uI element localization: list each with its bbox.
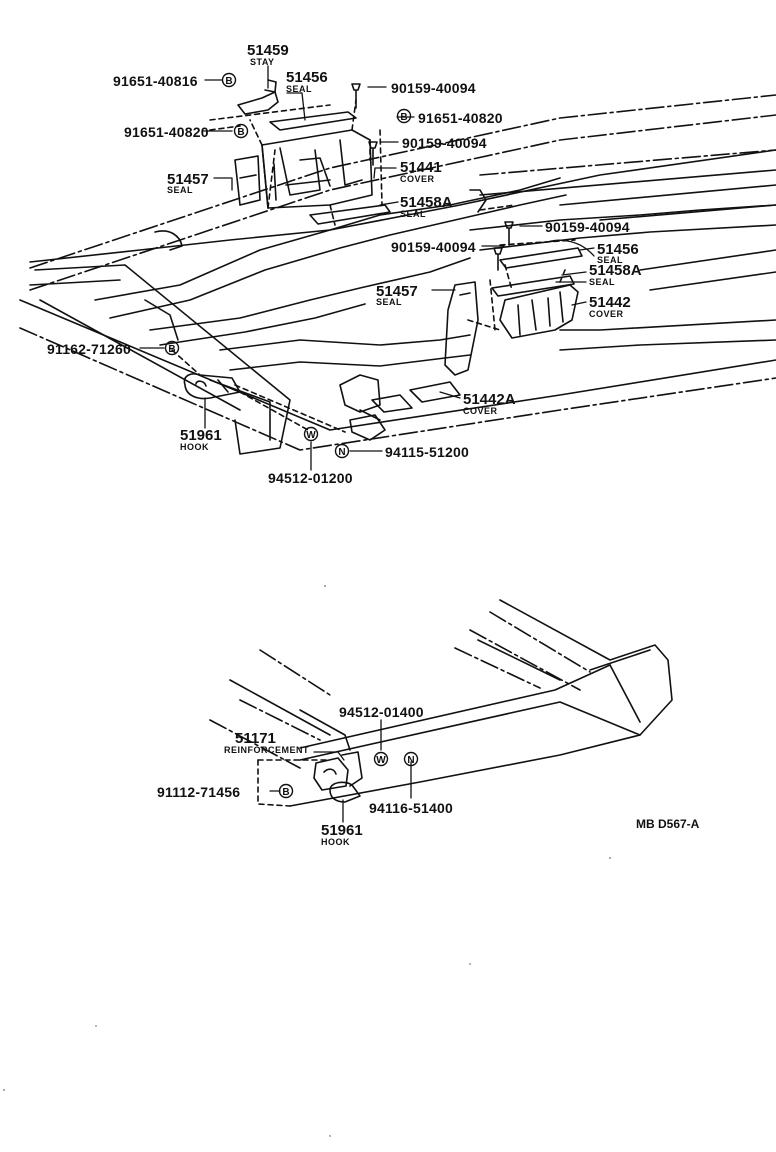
seal-part-name: SEAL — [167, 185, 194, 195]
seal-part-name: SEAL — [286, 84, 313, 94]
symbol-n-icon: N — [334, 443, 350, 459]
cover-51442-group — [371, 204, 583, 413]
upper-frame-drawing — [19, 94, 776, 455]
upper-leader-lines — [139, 65, 595, 471]
seal-part-name: SEAL — [589, 277, 616, 287]
svg-text:B: B — [225, 76, 232, 87]
bolt-part-number: 91651-40820 — [418, 110, 503, 126]
cover-part-name: COVER — [463, 406, 498, 416]
seal-part-name: SEAL — [376, 297, 403, 307]
stay-part-number: 51459 — [247, 42, 289, 59]
symbol-n-icon: N — [403, 751, 419, 767]
seal-part-number: 51456 — [597, 241, 639, 258]
hook-part-name: HOOK — [321, 837, 350, 847]
seal-part-name: SEAL — [597, 255, 624, 265]
lower-frame-drawing — [209, 599, 673, 807]
washer-part-number: 94512-01400 — [339, 704, 424, 720]
seal-part-number: 51458A — [400, 194, 453, 211]
svg-text:N: N — [407, 755, 414, 766]
hook-part-number: 51961 — [180, 427, 222, 444]
symbol-w-icon: W — [303, 426, 319, 442]
seal-part-name: SEAL — [400, 209, 427, 219]
bolt-part-number: 91112-71456 — [157, 784, 241, 800]
svg-text:B: B — [168, 344, 175, 355]
svg-text:N: N — [338, 447, 345, 458]
symbol-b-icon: B — [221, 72, 237, 88]
reinforcement-part-name: REINFORCEMENT — [224, 745, 309, 755]
seal-part-number: 51457 — [167, 171, 209, 188]
washer-part-number: 94512-01200 — [268, 470, 353, 486]
symbol-b-icon: B — [396, 108, 412, 124]
lower-leader-lines — [269, 719, 412, 823]
scan-specks — [3, 585, 611, 1137]
hook-part-name: HOOK — [180, 442, 209, 452]
cover-51441-group — [209, 79, 391, 226]
diagram-code: MB D567-A — [636, 817, 700, 831]
svg-text:W: W — [306, 430, 316, 441]
symbol-b-icon: B — [164, 340, 180, 356]
symbol-b-icon: B — [233, 123, 249, 139]
hook-part-number: 51961 — [321, 822, 363, 839]
reinforcement-part-number: 51171 — [235, 730, 276, 747]
svg-text:B: B — [237, 127, 244, 138]
bolt-part-number: 91162-71260 — [47, 341, 131, 357]
cover-part-name: COVER — [400, 174, 435, 184]
cover-part-name: COVER — [589, 309, 624, 319]
cover-part-number: 51442 — [589, 294, 631, 311]
bolt-part-number: 91651-40820 — [124, 124, 209, 140]
screw-part-number: 90159-40094 — [391, 239, 476, 255]
front-hook-group — [171, 349, 346, 433]
screw-part-number: 90159-40094 — [545, 219, 630, 235]
seal-part-number: 51457 — [376, 283, 418, 300]
svg-text:W: W — [376, 755, 386, 766]
nut-part-number: 94116-51400 — [369, 800, 453, 816]
svg-text:B: B — [282, 787, 289, 798]
seal-part-number: 51456 — [286, 69, 328, 86]
stay-part-name: STAY — [250, 57, 275, 67]
symbol-b-icon: B — [278, 783, 294, 799]
screw-part-number: 90159-40094 — [391, 80, 476, 96]
symbol-w-icon: W — [373, 751, 389, 767]
screw-part-number: 90159-40094 — [402, 135, 487, 151]
svg-text:B: B — [400, 112, 407, 123]
cover-part-number: 51442A — [463, 391, 516, 408]
bolt-part-number: 91651-40816 — [113, 73, 198, 89]
cover-part-number: 51441 — [400, 159, 442, 176]
seal-part-number: 51458A — [589, 262, 642, 279]
nut-part-number: 94115-51200 — [385, 444, 469, 460]
